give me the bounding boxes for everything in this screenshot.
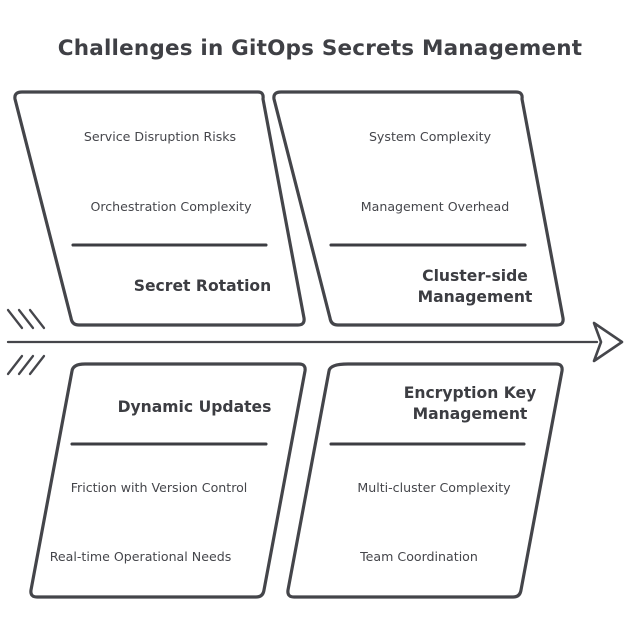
quadrant-item-bottom-left-1: Friction with Version Control bbox=[70, 480, 248, 495]
quadrant-outline-bottom-left[interactable] bbox=[29, 362, 307, 599]
quadrant-outline-top-left[interactable] bbox=[13, 90, 306, 327]
quadrant-item-bottom-right-1: Multi-cluster Complexity bbox=[357, 480, 511, 495]
quadrant-heading-top-right: Cluster-side Management bbox=[417, 267, 533, 306]
quadrant-item-bottom-left-2: Real-time Operational Needs bbox=[49, 549, 232, 564]
quadrant-outline-top-right[interactable] bbox=[272, 90, 565, 327]
quadrant-heading-bottom-right: Encryption Key Management bbox=[403, 384, 537, 423]
quadrant-item-top-right-2: Management Overhead bbox=[360, 199, 510, 214]
quadrant-outline-bottom-right[interactable] bbox=[286, 362, 564, 599]
quadrant-item-bottom-right-2: Team Coordination bbox=[360, 549, 478, 564]
quadrant-item-top-right-1: System Complexity bbox=[368, 129, 492, 144]
page-title: Challenges in GitOps Secrets Management bbox=[57, 36, 583, 61]
arrow-fletching-icon bbox=[6, 308, 46, 376]
arrow-head-icon bbox=[592, 321, 624, 363]
quadrant-item-top-left-1: Service Disruption Risks bbox=[83, 129, 237, 144]
quadrant-item-top-left-2: Orchestration Complexity bbox=[90, 199, 252, 214]
quadrant-heading-bottom-left: Dynamic Updates bbox=[117, 398, 272, 416]
quadrant-heading-top-left: Secret Rotation bbox=[133, 277, 272, 295]
